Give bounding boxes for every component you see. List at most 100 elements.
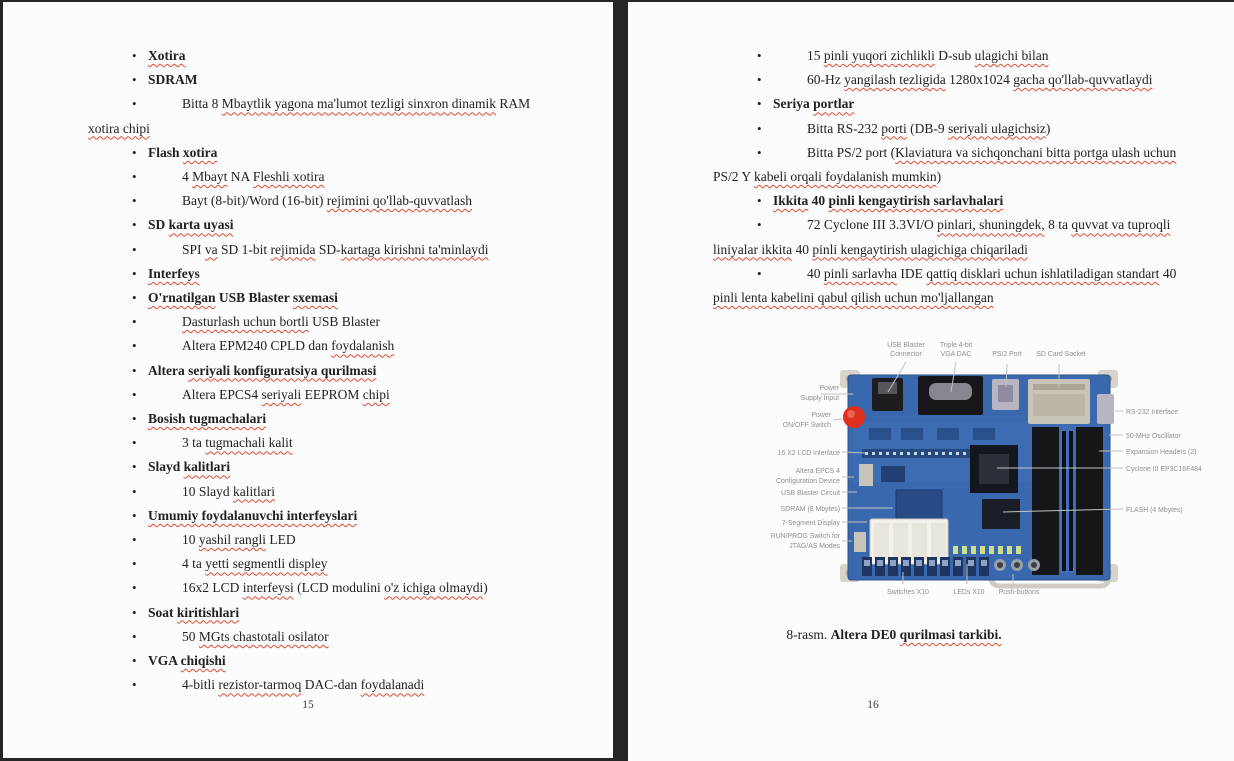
list-item: Bayt (8-bit)/Word (16-bit) rejimini qo'l…	[3, 189, 613, 213]
text-segment: 3 ta	[182, 435, 206, 451]
list-line-continuation: liniyalar ikkita 40 pinli kengaytirish u…	[628, 238, 1234, 262]
label-usb-blaster-circuit: USB Blaster Circuit	[781, 490, 840, 497]
text-segment: 16x2 LCD	[182, 580, 243, 596]
text-segment: Altera EPM240 CPLD dan	[182, 338, 332, 354]
page-number-16: 16	[867, 699, 879, 711]
list-item: Slayd kalitlari	[3, 455, 613, 479]
text-segment: 4 ta	[182, 556, 206, 572]
list-item: Bitta PS/2 port (Klaviatura va sichqonch…	[628, 141, 1234, 165]
text-segment: D-sub	[934, 48, 975, 63]
text-segment: PS/2 Y	[713, 169, 755, 185]
text-segment: SD-	[315, 241, 341, 257]
callout-leader-lines	[821, 361, 1124, 584]
text-segment: xotira	[182, 144, 218, 160]
slide-switch-row	[862, 557, 989, 576]
text-segment: 72 Cyclone III 3.3VI/O	[807, 217, 938, 233]
text-segment: USB Blaster	[215, 290, 293, 306]
text-segment: yetti segmentli displey	[205, 556, 328, 572]
text-segment: DAC-dan	[301, 677, 361, 693]
text-segment: Bitta PS/2 port (	[807, 144, 896, 160]
text-segment: Altera EPCS4	[182, 386, 262, 402]
text-segment: chipi	[362, 386, 390, 402]
text-segment: 15	[807, 48, 824, 63]
text-segment: )	[936, 169, 942, 185]
text-segment: )	[1045, 120, 1051, 136]
list-item: 4-bitli rezistor-tarmoq DAC-dan foydalan…	[3, 673, 613, 697]
text-segment: o'z ichiga olmaydi	[384, 580, 484, 596]
list-item: SPI va SD 1-bit rejimida SD-kartaga kiri…	[3, 238, 613, 262]
label-epcs: Configuration Device	[776, 478, 840, 485]
text-segment: Seriya	[773, 96, 814, 112]
text-segment: 1280x1024	[945, 72, 1014, 88]
text-segment: Bitta RS-232	[807, 120, 882, 136]
text-segment: rezistor-tarmoq	[218, 677, 302, 693]
label-sd-card-socket: SD Card Socket	[1036, 351, 1085, 358]
list-item: Xotira	[3, 44, 613, 68]
text-segment: Mbaytlik yagona ma'lumot tezligi sinxron…	[221, 96, 497, 112]
text-segment: VGA	[148, 653, 181, 669]
label-cyclone: Cyclone III EP3C16F484	[1126, 466, 1202, 473]
document-page-16: 15 pinli yuqori zichlikli D-sub ulagichi…	[628, 2, 1234, 761]
label-leds: LEDs X10	[953, 589, 984, 596]
text-segment: 4	[182, 169, 193, 185]
altera-de0-board-figure: USB Blaster Connector Triple 4-bit VGA D…	[741, 332, 1219, 616]
label-push-buttons: Push-buttons	[999, 589, 1040, 596]
text-segment: 8 ta	[1044, 217, 1072, 233]
text-segment: Bayt (8-bit)/Word (16-bit)	[182, 193, 327, 209]
text-segment: kalitlari	[183, 459, 231, 475]
text-segment: quvvat va tuproqli	[1071, 217, 1171, 233]
run-prog-switch	[854, 532, 866, 552]
list-item: 16x2 LCD interfeysi (LCD modulini o'z ic…	[3, 576, 613, 600]
text-segment: liniyalar ikkita	[713, 241, 793, 257]
text-segment: qurilmasi tarkibi.	[899, 627, 1002, 642]
label-ps2-port: PS/2 Port	[992, 351, 1022, 358]
text-segment: Ikkita	[773, 193, 809, 209]
text-segment: Klaviatura va sichqonchani bitta portga …	[895, 144, 1177, 160]
list-item: 4 Mbayt NA Fleshli xotira	[3, 165, 613, 189]
list-item: 50 MGts chastotali osilator	[3, 625, 613, 649]
label-rs232: RS-232 Interface	[1126, 409, 1178, 416]
label-runprog: JTAG/AS Modes	[789, 543, 840, 550]
text-segment: Altera	[148, 362, 189, 378]
text-segment: (DB-9	[906, 120, 949, 136]
text-segment: Umumiy foydalanuvchi interfeyslari	[148, 507, 358, 523]
label-oscillator: 50-MHz Oscillator	[1126, 433, 1181, 440]
label-usb-blaster-connector: Connector	[890, 351, 922, 358]
text-segment: Flash	[148, 144, 183, 160]
text-segment: va	[204, 241, 218, 257]
label-expansion-headers: Expansion Headers (2)	[1126, 449, 1196, 456]
text-segment: yangilash tezligida	[844, 72, 946, 88]
text-segment: 40	[808, 193, 829, 209]
text-segment: 40	[807, 265, 824, 281]
text-segment: rejimini qo'llab-quvvatlash	[326, 193, 473, 209]
text-segment: gacha qo'llab-quvvatlaydi	[1013, 72, 1153, 88]
list-item: Soat kiritishlari	[3, 601, 613, 625]
label-power-supply: Power	[819, 385, 839, 392]
text-segment: pinli kengaytirish ulagichiga chiqarilad…	[812, 241, 1028, 257]
list-item: Seriya portlar	[628, 92, 1234, 116]
list-item: 10 Slayd kalitlari	[3, 480, 613, 504]
text-segment: pinli sarlavha	[823, 265, 897, 281]
text-segment: rejimida	[270, 241, 316, 257]
text-segment: EEPROM	[301, 386, 363, 402]
board-image: USB Blaster Connector Triple 4-bit VGA D…	[771, 342, 1202, 596]
text-segment: 10	[182, 532, 199, 548]
text-segment: pinlari, shuningdek,	[937, 217, 1045, 233]
label-power-switch: ON/OFF Switch	[783, 422, 831, 429]
text-segment: 40	[1159, 265, 1177, 281]
list-item: Ikkita 40 pinli kengaytirish sarlavhalar…	[628, 189, 1234, 213]
list-line-continuation: xotira chipi	[3, 117, 613, 141]
text-segment: chiqishi	[180, 653, 226, 669]
bullet-list-page-15: XotiraSDRAMBitta 8 Mbaytlik yagona ma'lu…	[3, 44, 613, 698]
expansion-header-1	[1032, 427, 1059, 575]
text-segment: sxemasi	[292, 290, 338, 306]
list-item: 72 Cyclone III 3.3VI/O pinlari, shuningd…	[628, 213, 1234, 237]
rs232-connector	[1097, 394, 1114, 424]
text-segment: 50	[182, 628, 199, 644]
text-segment: foydalanadi	[360, 677, 425, 693]
text-segment: interfeysi	[242, 580, 294, 596]
text-segment: RAM	[496, 96, 531, 112]
text-segment: Bosish tugmachalari	[148, 411, 267, 427]
text-segment: xotira chipi	[88, 120, 150, 136]
list-item: Altera EPCS4 seriyali EEPROM chipi	[3, 383, 613, 407]
